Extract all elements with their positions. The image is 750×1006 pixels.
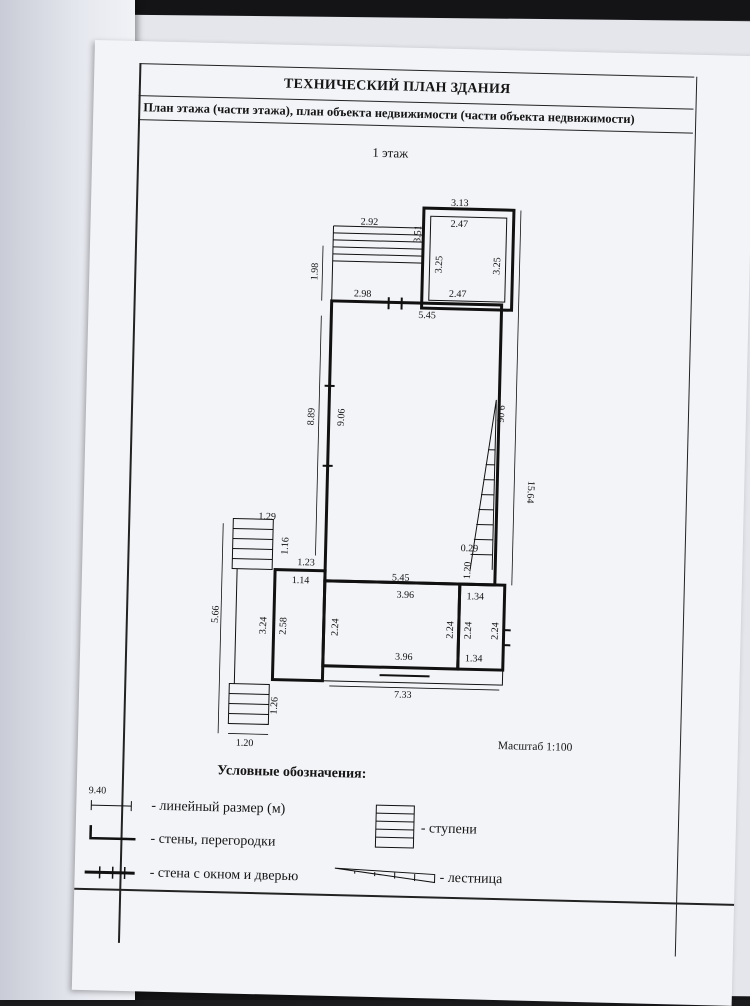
legend-steps: - ступени (421, 821, 477, 838)
document-page: ТЕХНИЧЕСКИЙ ПЛАН ЗДАНИЯ План этажа (част… (72, 40, 750, 1006)
legend-stairs: - лестница (439, 871, 502, 889)
legend-sample-dim: 9.40 (89, 785, 107, 796)
legend-linear-size: - линейный размер (м) (151, 799, 285, 818)
legend-walls: - стены, перегородки (150, 832, 275, 851)
legend-symbols (72, 40, 750, 1006)
